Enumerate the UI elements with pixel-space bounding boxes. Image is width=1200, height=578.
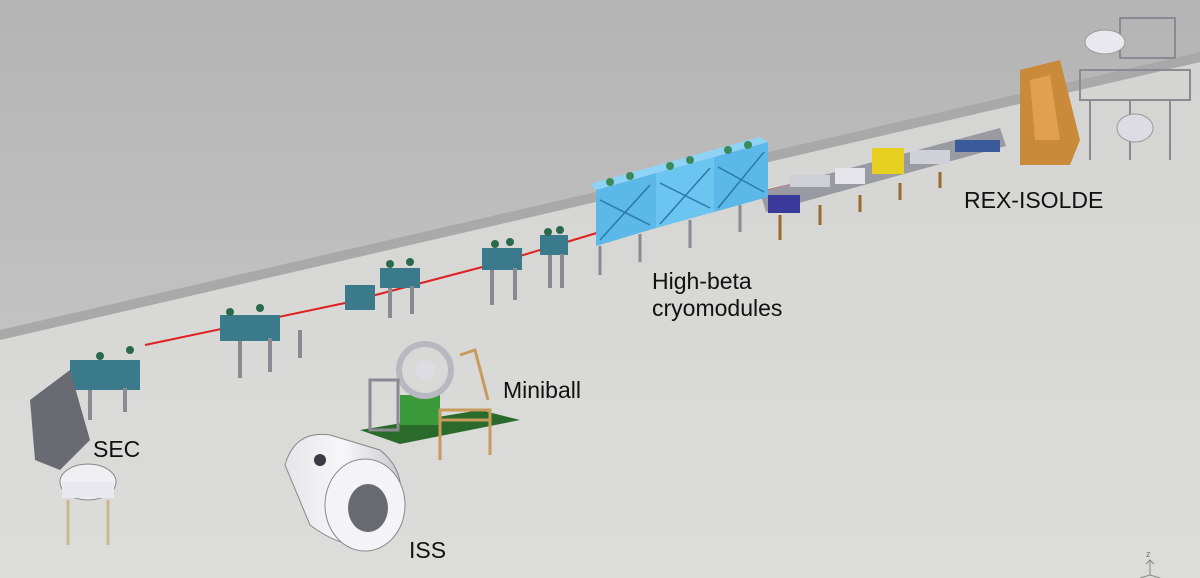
- label-high-beta-cryomodules: High-beta cryomodules: [652, 268, 782, 322]
- iss-solenoid: [284, 433, 406, 552]
- label-miniball: Miniball: [503, 377, 581, 403]
- axis-z-label: z: [1146, 549, 1151, 559]
- hebt-magnets: [70, 226, 568, 420]
- label-iss: ISS: [409, 537, 447, 563]
- rex-isolde-linac: [760, 17, 1191, 240]
- label-rex-isolde: REX-ISOLDE: [964, 187, 1104, 213]
- high-beta-cryomodules: [590, 137, 768, 275]
- label-high-beta-line1: High-beta: [652, 268, 752, 294]
- label-sec: SEC: [93, 436, 141, 462]
- sec-setup: [30, 370, 117, 545]
- miniball-setup: [360, 341, 520, 460]
- label-high-beta-line2: cryomodules: [652, 295, 783, 321]
